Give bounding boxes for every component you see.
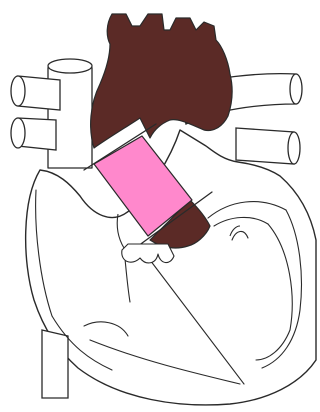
pulmonary-vein-upper xyxy=(236,128,300,164)
right-pulmonary-artery-lower xyxy=(11,118,56,150)
inferior-vena-cava xyxy=(42,330,68,398)
right-pulmonary-artery-upper xyxy=(11,76,60,110)
superior-vena-cava xyxy=(48,59,92,168)
aortic-valve xyxy=(122,244,174,263)
aortic-arch xyxy=(91,14,233,148)
heart-body xyxy=(26,130,316,405)
